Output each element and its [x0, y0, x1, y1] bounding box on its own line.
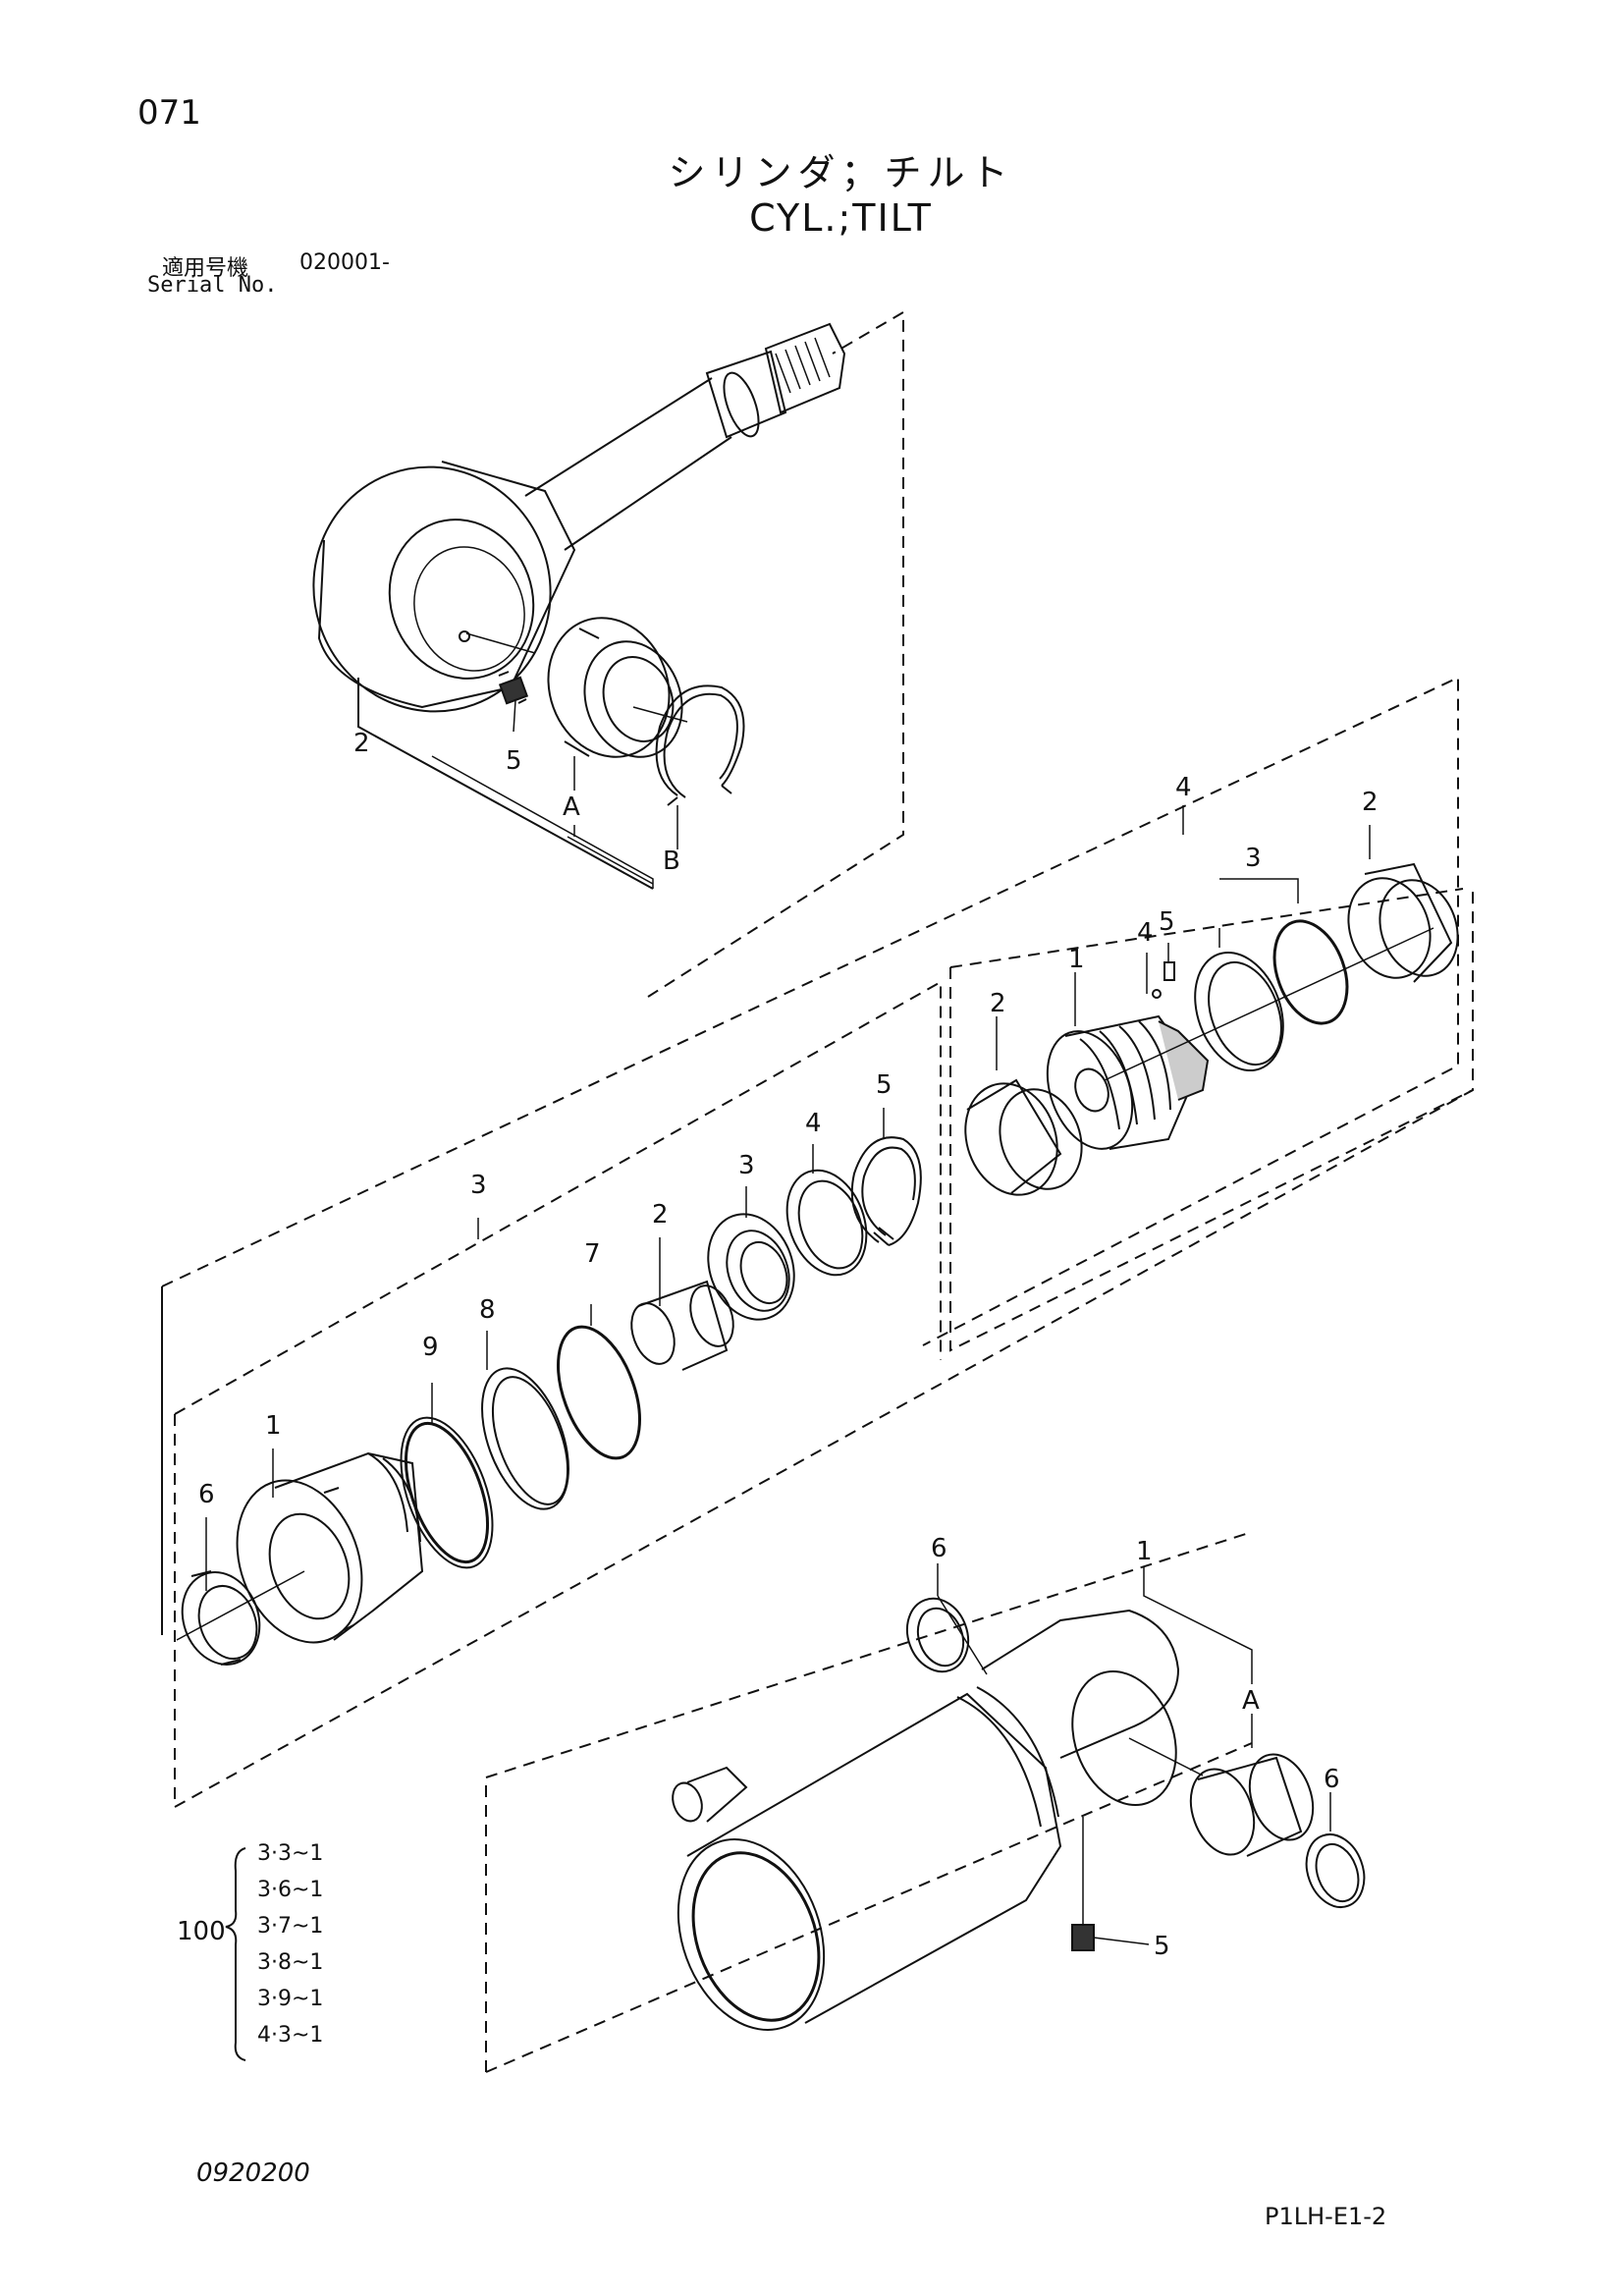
wear-ring [964, 1082, 1058, 1196]
callout-label: 5 [1154, 1932, 1170, 1961]
snap-ring [655, 684, 745, 796]
cylinder-head [236, 1479, 363, 1644]
callout-label: 2 [353, 729, 370, 758]
callout-label: 5 [876, 1070, 893, 1100]
steel-ball [1152, 989, 1162, 999]
kit-brace [225, 1847, 246, 2061]
page-title-japanese: シリンダ；チルト [668, 151, 1014, 194]
kit-quantity: 100 [177, 1917, 226, 1946]
callout-label: 1 [265, 1411, 282, 1441]
bushing [547, 617, 671, 758]
callout-label: 9 [422, 1333, 439, 1362]
callout-label: 6 [198, 1480, 215, 1509]
cylinder-tube-parts [485, 1531, 1366, 2073]
piston-parts [964, 805, 1459, 1196]
o-ring [400, 1416, 494, 1569]
grease-fitting-icon [498, 671, 529, 705]
callout-label: 2 [1362, 788, 1379, 817]
backup-ring [481, 1367, 569, 1510]
rod-eye [312, 465, 552, 713]
piston-kit-boundary [949, 967, 1474, 1352]
o-ring [1272, 919, 1349, 1025]
grease-fitting-icon [1071, 1817, 1150, 1951]
callout-label: 5 [1159, 907, 1175, 937]
callout-label: 4 [1175, 773, 1192, 802]
set-screw [1163, 961, 1175, 981]
seal-kit-boundary [174, 980, 942, 1415]
drawing-code: 0920200 [196, 2159, 310, 2188]
callout-label: 5 [506, 746, 522, 776]
callout-label: 3 [1245, 844, 1262, 873]
dust-seal [181, 1571, 261, 1666]
callout-label: A [1242, 1686, 1260, 1716]
serial-label-english: Serial No. [147, 273, 278, 298]
rod-eye-bore [388, 519, 535, 680]
rod-group-bracket [357, 678, 654, 890]
tube-rear-eye [981, 1609, 1180, 1759]
cylinder-tube [686, 1692, 1062, 2024]
cylinder-group-boundary [161, 676, 1459, 1346]
callout-label: 8 [479, 1295, 496, 1325]
callout-label: 6 [931, 1534, 947, 1563]
callout-label: 1 [1136, 1537, 1153, 1566]
kit-item: 3·6~1 [257, 1878, 324, 1902]
callout-label: 3 [470, 1171, 487, 1200]
dust-seal [1305, 1833, 1366, 1908]
callout-label: 1 [1068, 945, 1085, 974]
callout-label: 4 [805, 1109, 822, 1138]
sheet-code: P1LH-E1-2 [1265, 2203, 1387, 2230]
page-title-english: CYL.;TILT [749, 196, 933, 240]
kit-item: 3·9~1 [257, 1987, 324, 2011]
rod-assembly [312, 310, 904, 998]
backup-ring [785, 1169, 868, 1277]
callout-label: 7 [584, 1239, 601, 1269]
callout-label: 2 [652, 1200, 669, 1230]
cylinder-head-parts [176, 1108, 922, 1666]
wear-ring [1347, 877, 1432, 979]
bushing [1189, 1768, 1256, 1856]
serial-label-japanese: 適用号機 [162, 256, 249, 281]
cylinder-tube-bore [676, 1838, 826, 2031]
page-number: 071 [137, 93, 201, 133]
hydraulic-port [672, 1781, 703, 1823]
bushing [630, 1302, 676, 1365]
callout-label: A [563, 793, 580, 822]
dust-seal [905, 1597, 970, 1673]
rod-thread [764, 322, 846, 414]
callout-label: 3 [738, 1151, 755, 1180]
serial-value: 020001- [299, 250, 390, 275]
o-ring [557, 1325, 641, 1460]
tube-group-boundary [485, 1531, 1253, 2072]
rod-shaft [524, 377, 732, 551]
snap-ring [850, 1136, 922, 1246]
kit-item: 3·7~1 [257, 1914, 324, 1939]
callout-label: 4 [1137, 918, 1154, 948]
kit-item: 3·3~1 [257, 1841, 324, 1866]
rod-shank-step [705, 350, 787, 439]
callout-label: B [663, 847, 680, 876]
callout-label: 6 [1324, 1765, 1340, 1794]
piston-seal [1194, 951, 1284, 1072]
rod-group-boundary [647, 310, 904, 998]
rod-seal [707, 1213, 795, 1321]
kit-item: 4·3~1 [257, 2023, 324, 2048]
kit-item: 3·8~1 [257, 1950, 324, 1975]
callout-label: 2 [990, 989, 1006, 1018]
